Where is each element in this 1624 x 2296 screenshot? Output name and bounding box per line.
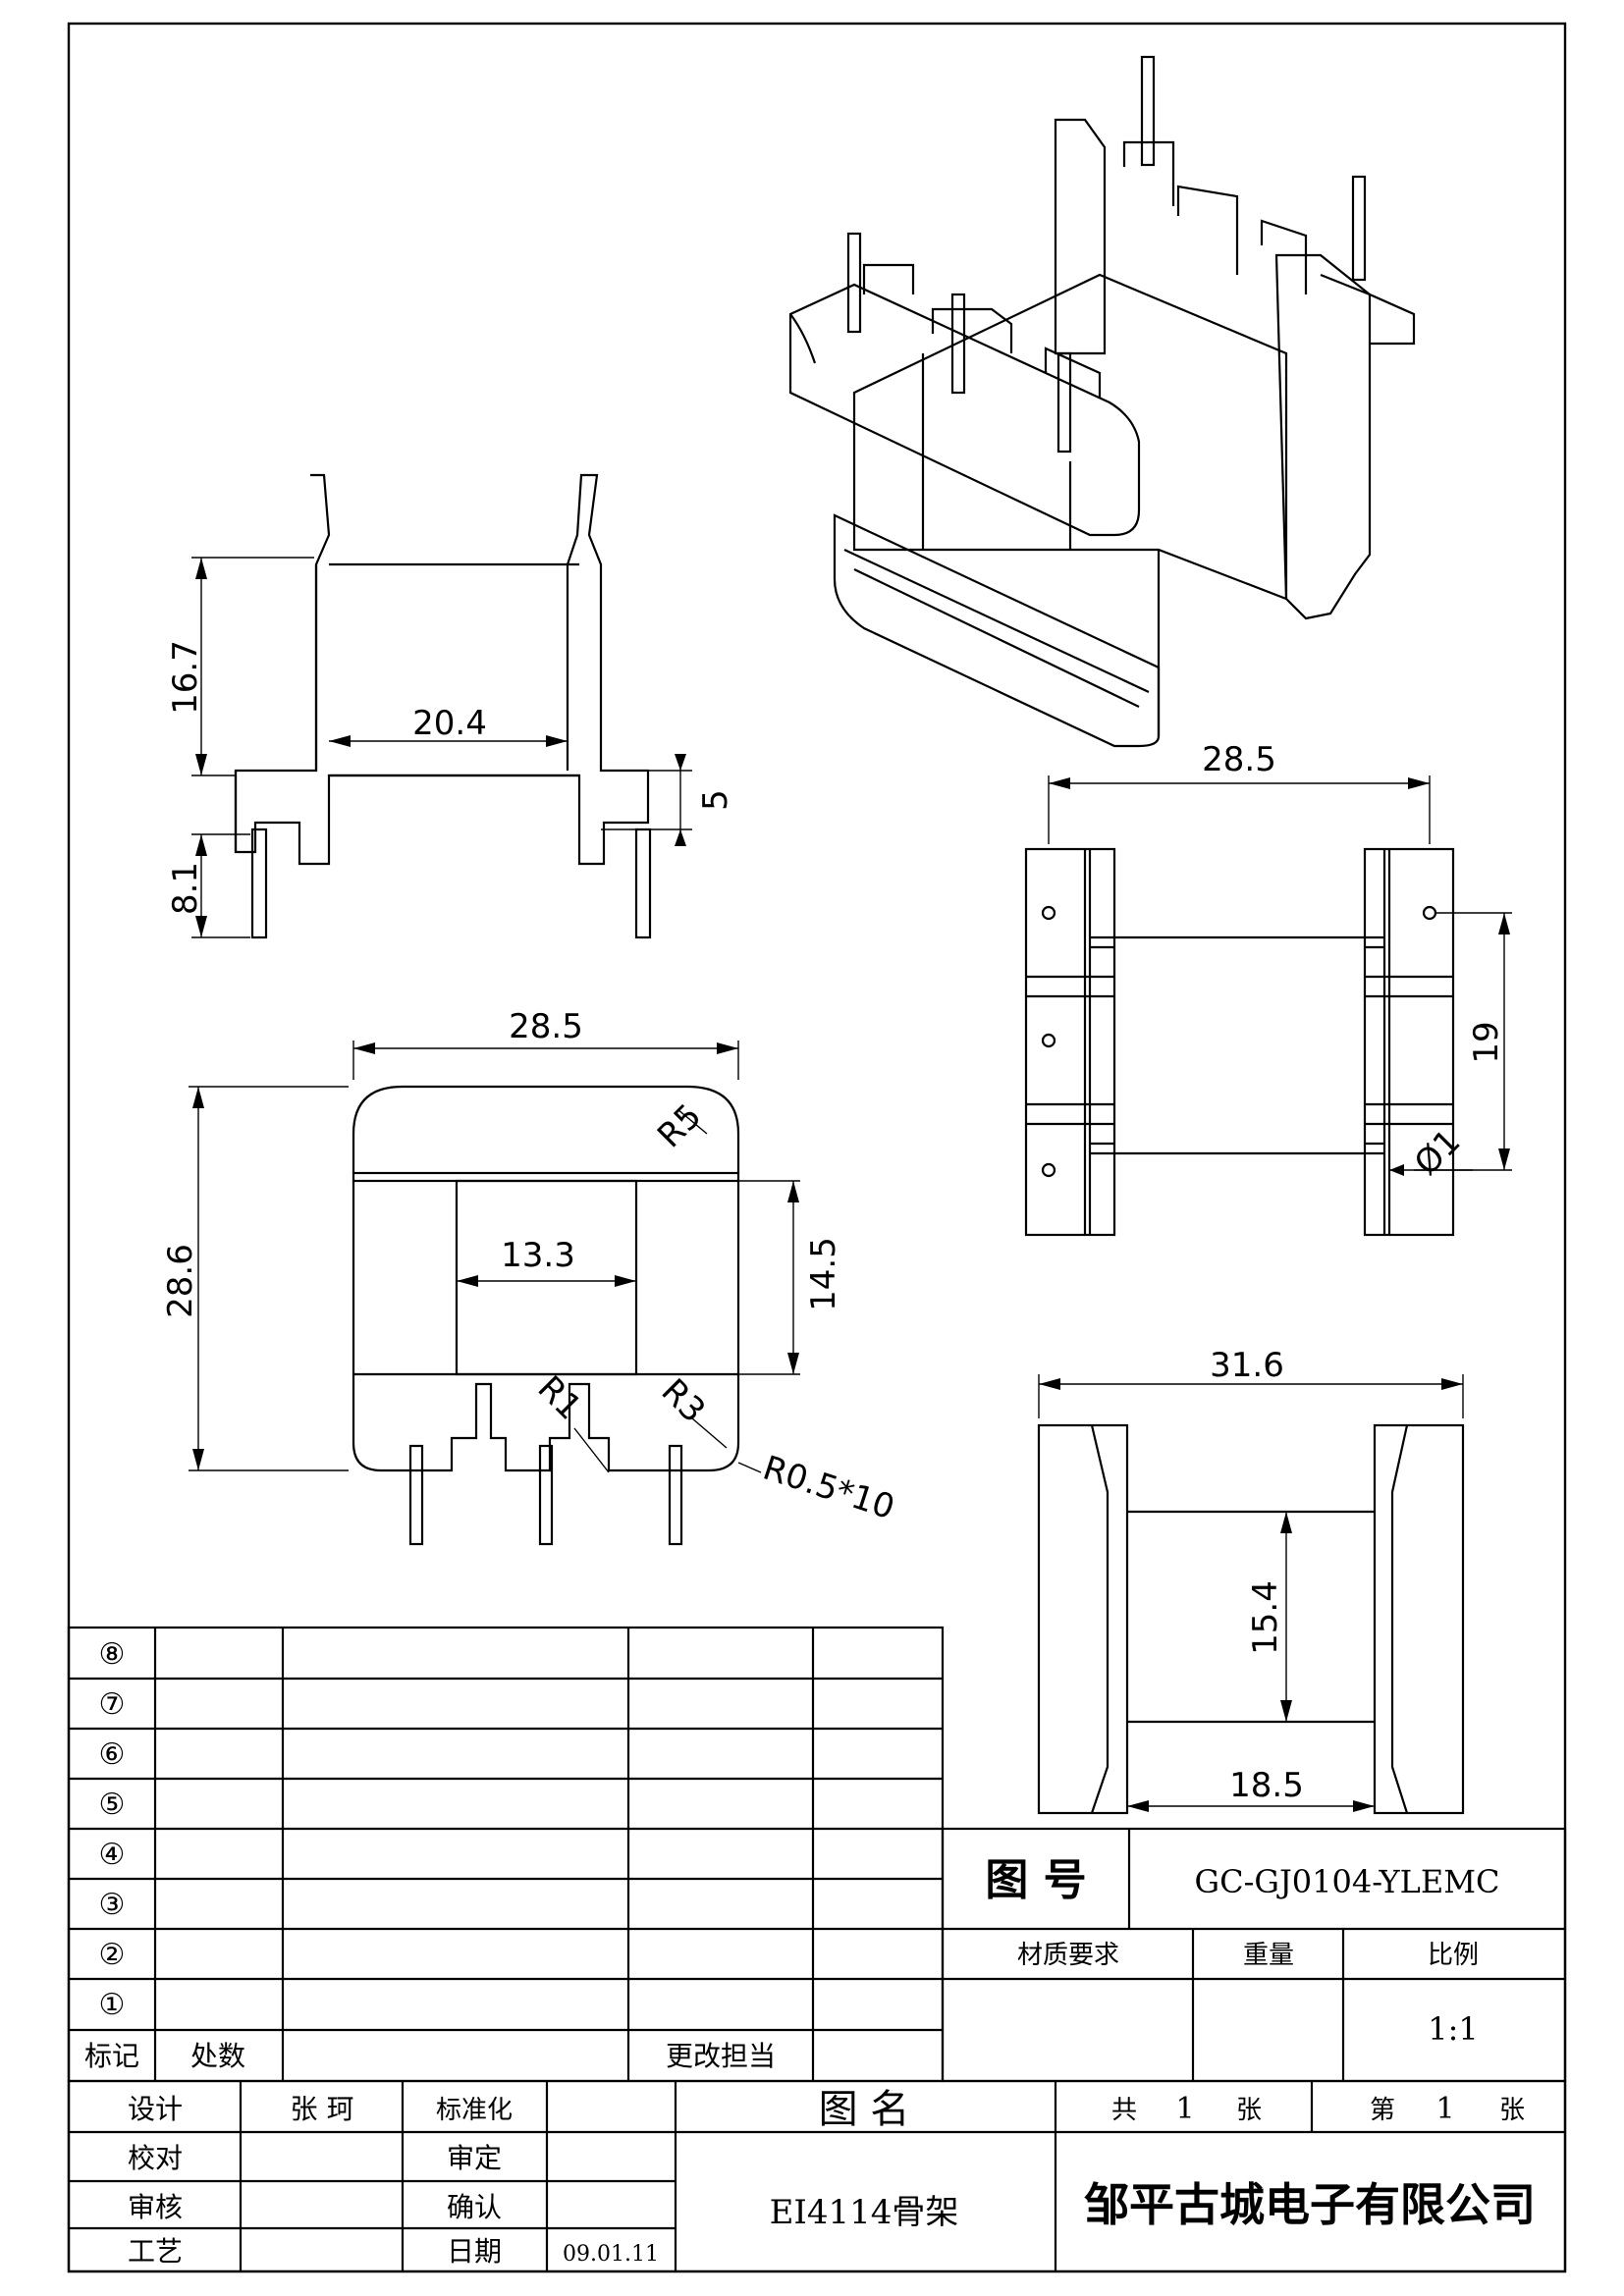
- end-view: [1037, 1423, 1465, 1815]
- revision-row-markers: ⑧ ⑦ ⑥ ⑤ ④ ③ ② ①: [99, 1637, 126, 2022]
- rev-row-3: ③: [99, 1888, 126, 1922]
- part-name: EI4114骨架: [770, 2193, 959, 2232]
- sheet-label: 第: [1370, 2096, 1395, 2125]
- dim-pins-width: 28.5: [1202, 740, 1276, 779]
- top-view-dimensions: [189, 1041, 800, 1473]
- dim-side-height: 16.7: [166, 640, 205, 715]
- rev-mark-header: 标记: [84, 2040, 139, 2072]
- approve-label: 审定: [447, 2142, 502, 2174]
- sheet-unit: 张: [1499, 2096, 1525, 2125]
- total-sheets: 1: [1175, 2092, 1194, 2126]
- isometric-view: [788, 55, 1416, 748]
- rev-row-7: ⑦: [99, 1687, 126, 1722]
- total-unit: 张: [1236, 2096, 1262, 2125]
- rev-row-4: ④: [99, 1838, 126, 1872]
- dim-pin-diameter: Ø1: [1407, 1122, 1469, 1184]
- company-name: 邹平古城电子有限公司: [1084, 2178, 1536, 2231]
- drawing-name-label: 图 名: [819, 2087, 910, 2132]
- date-label: 日期: [447, 2235, 502, 2268]
- designer-name: 张 珂: [291, 2093, 354, 2125]
- material-label: 材质要求: [1017, 1941, 1119, 1970]
- drawing-border: [67, 22, 1567, 2273]
- sheet-number: 1: [1435, 2092, 1454, 2126]
- top-view: [352, 1085, 740, 1546]
- dim-pins-pitch: 19: [1467, 1021, 1506, 1063]
- pin-layout-view: [1024, 847, 1455, 1237]
- rev-row-8: ⑧: [99, 1637, 126, 1672]
- rev-changer-header: 更改担当: [666, 2040, 776, 2072]
- dim-end-height: 15.4: [1246, 1580, 1285, 1655]
- rev-location-header: 处数: [190, 2040, 245, 2072]
- dim-side-flange: 5: [696, 789, 735, 811]
- rev-row-2: ②: [99, 1938, 126, 1972]
- label-r3: R3: [654, 1371, 713, 1430]
- label-r1: R1: [530, 1368, 589, 1427]
- rev-row-1: ①: [99, 1988, 126, 2022]
- date-value: 09.01.11: [563, 2242, 659, 2267]
- check-label: 校对: [128, 2142, 183, 2174]
- rev-row-5: ⑤: [99, 1788, 126, 1822]
- dim-top-width: 28.5: [509, 1007, 583, 1046]
- weight-label: 重量: [1243, 1941, 1294, 1970]
- dim-side-pin: 8.1: [166, 862, 205, 915]
- rev-row-6: ⑥: [99, 1737, 126, 1772]
- pin-layout-dimensions: [1048, 775, 1512, 1171]
- standardization-label: 标准化: [436, 2096, 513, 2125]
- design-label: 设计: [128, 2093, 183, 2125]
- dim-top-height: 28.6: [161, 1244, 200, 1318]
- revision-table: [67, 1626, 945, 2083]
- dim-side-width: 20.4: [412, 704, 487, 743]
- title-block-grid: [67, 1827, 1567, 2273]
- dim-end-inner-width: 18.5: [1229, 1766, 1304, 1805]
- review-label: 审核: [128, 2191, 183, 2223]
- dim-top-inner-width: 13.3: [501, 1236, 575, 1275]
- scale-value: 1:1: [1428, 2010, 1479, 2048]
- drawing-number-label: 图 号: [985, 1855, 1086, 1905]
- total-label: 共: [1111, 2096, 1137, 2125]
- process-label: 工艺: [128, 2235, 183, 2268]
- end-view-dimensions: [1038, 1374, 1464, 1807]
- confirm-label: 确认: [447, 2191, 502, 2223]
- dim-top-inner-height: 14.5: [804, 1237, 843, 1311]
- label-pin-radius: R0.5*10: [758, 1449, 899, 1528]
- label-r5: R5: [650, 1096, 709, 1155]
- scale-label: 比例: [1428, 1941, 1479, 1970]
- dim-end-width: 31.6: [1210, 1346, 1284, 1385]
- drawing-number: GC-GJ0104-YLEMC: [1195, 1863, 1500, 1900]
